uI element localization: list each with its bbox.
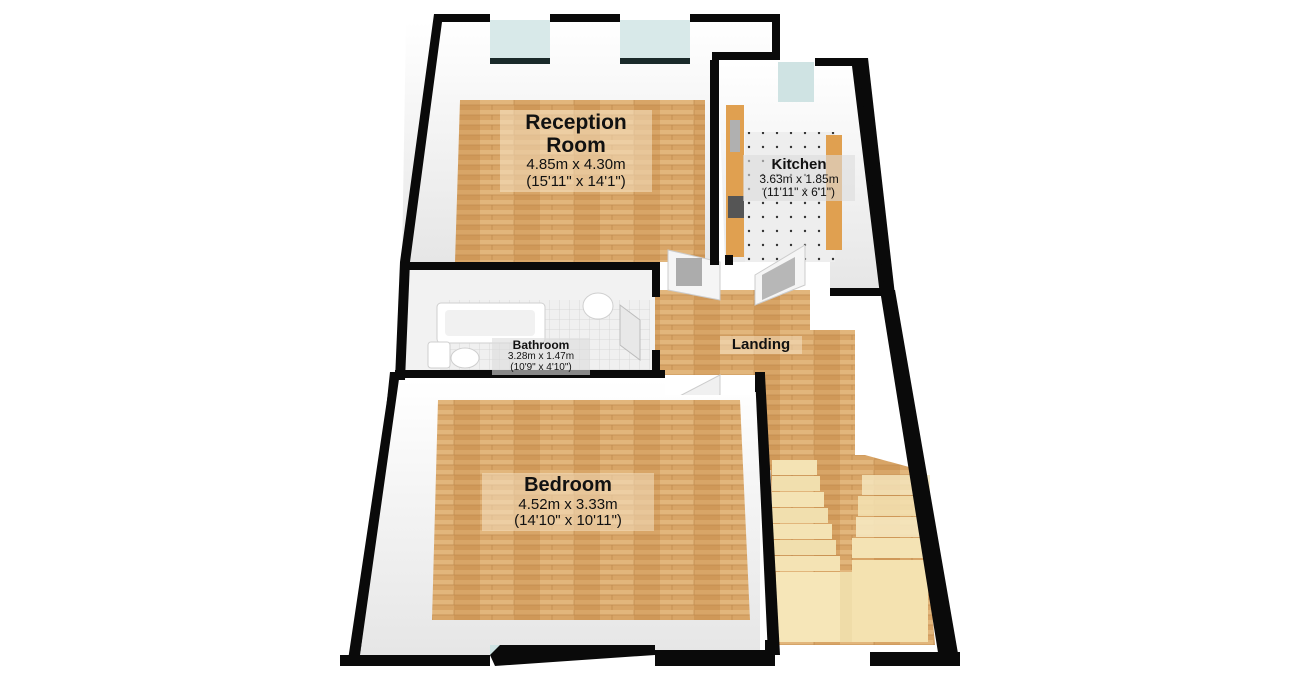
bedroom-name: Bedroom: [524, 474, 612, 496]
landing-label: Landing: [720, 336, 802, 355]
walls: [340, 14, 960, 666]
landing-name: Landing: [731, 336, 791, 353]
sink-icon: [730, 120, 740, 152]
kitchen-label: Kitchen 3.63m x 1.85m (11'11" x 6'1"): [743, 155, 855, 202]
hob-icon: [728, 196, 744, 218]
washbasin-icon: [582, 292, 614, 320]
kitchen-metric: 3.63m x 1.85m: [759, 172, 839, 187]
reception-windows: [490, 20, 690, 64]
bathroom-label: Bathroom 3.28m x 1.47m (10'9" x 4'10"): [492, 338, 590, 375]
bedroom-imperial: (14'10" x 10'11"): [514, 511, 622, 529]
reception-room-metric: 4.85m x 4.30m: [526, 156, 626, 174]
bathroom-name: Bathroom: [512, 338, 570, 352]
bathroom-door: [619, 304, 641, 361]
reception-room-label: Reception Room 4.85m x 4.30m (15'11" x 1…: [500, 110, 652, 192]
toilet-icon: [427, 341, 451, 369]
reception-room-name-2: Room: [546, 133, 606, 157]
landing: [655, 244, 855, 470]
kitchen-name: Kitchen: [771, 156, 827, 173]
bathroom-imperial: (10'9" x 4'10"): [510, 361, 572, 373]
reception-room-name: Reception: [525, 111, 627, 134]
reception-room-imperial: (15'11" x 14'1"): [526, 172, 626, 190]
bedroom-metric: 4.52m x 3.33m: [518, 495, 618, 513]
staircase: [770, 455, 935, 645]
bathroom-metric: 3.28m x 1.47m: [507, 350, 575, 362]
kitchen-imperial: (11'11" x 6'1"): [762, 185, 836, 200]
bedroom-label: Bedroom 4.52m x 3.33m (14'10" x 10'11"): [482, 473, 654, 531]
